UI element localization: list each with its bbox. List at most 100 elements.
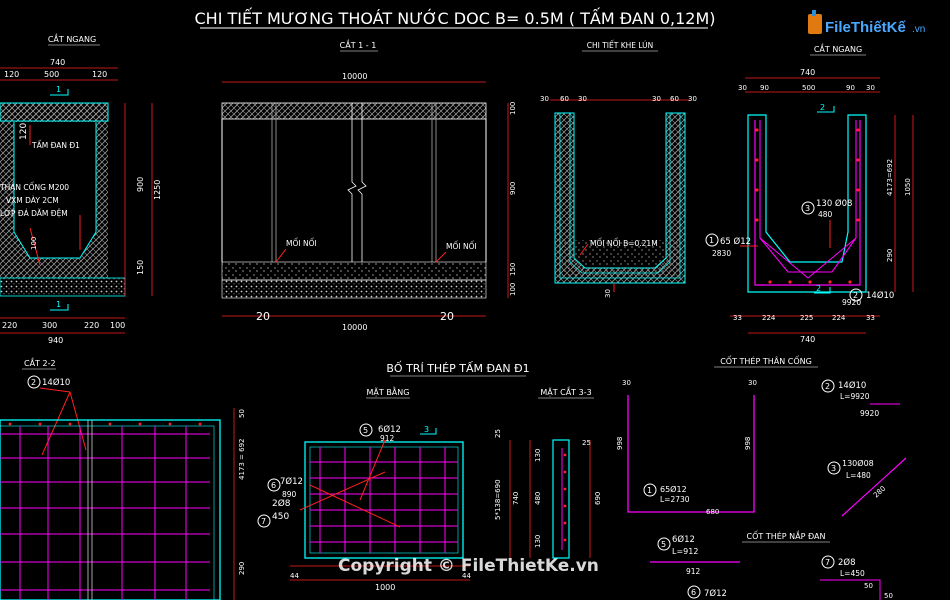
dim-220b: 220 — [84, 321, 99, 330]
dim: 30 — [866, 84, 875, 92]
logo-suffix: .vn — [912, 24, 925, 35]
dim-100b: 100 — [110, 321, 125, 330]
note-than-cong: THÂN CỐNG M200 — [0, 182, 69, 192]
dim: 30 — [738, 84, 747, 92]
rebar-callout-num: 2 — [853, 291, 858, 300]
note-vxm: VXM DÀY 2CM — [6, 196, 59, 205]
rebar-sub: 912 — [380, 434, 395, 443]
dim: 224 — [762, 314, 776, 322]
dim-100: 100 — [30, 237, 38, 250]
dim: 5*138=690 — [494, 479, 502, 520]
rebar-callout-sub: 480 — [818, 210, 833, 219]
dim: 998 — [616, 437, 624, 450]
dim: 33 — [866, 314, 875, 322]
dim: 998 — [744, 437, 752, 450]
rdim-100b: 100 — [509, 283, 517, 296]
rebar-text: 6Ø12 — [672, 534, 695, 545]
dim: 130 — [534, 449, 542, 462]
rebar-num: 6 — [271, 481, 276, 490]
dim: 224 — [832, 314, 846, 322]
dim-150: 150 — [136, 260, 145, 275]
rebar-text: 2Ø8 — [272, 498, 291, 509]
brand-logo: FileThiếtKế .vn — [808, 10, 925, 36]
rdim-100a: 100 — [509, 102, 517, 115]
khe-lun-top-dims: 30 60 30 30 60 30 — [540, 95, 697, 103]
dim: 130 — [534, 535, 542, 548]
joint-right: MỐI NỐI — [446, 241, 477, 251]
dim: 44 — [462, 572, 471, 580]
view-cat-ngang-left: CẮT NGANG 740 120 500 120 1 120 TẤM ĐAN … — [0, 32, 162, 345]
rebar-sub: L=480 — [846, 471, 871, 480]
rebar-num: 7 — [261, 517, 266, 526]
rebar-text: 130Ø08 — [842, 458, 874, 468]
joint-left: MỐI NỐI — [286, 238, 317, 248]
dim: 30 — [748, 379, 757, 387]
dim: 225 — [800, 314, 813, 322]
dim-740: 740 — [50, 58, 65, 67]
rebar-callout-sub: 2830 — [712, 249, 731, 258]
view-cot-thep-than: CỐT THÉP THÂN CỐNG 30 30 998 998 1 65Ø12… — [616, 354, 907, 517]
dim-220a: 220 — [2, 321, 17, 330]
rebar-sub: 890 — [282, 490, 297, 499]
watermark: Copyright © FileThietKe.vn — [338, 556, 599, 576]
dim: 60 — [560, 95, 569, 103]
view-cot-thep-nap: CỐT THÉP NẮP ĐAN 5 6Ø12 L=912 912 7 2Ø8 … — [650, 529, 893, 600]
view-label: CẮT NGANG — [814, 42, 862, 54]
dim: 1050 — [904, 178, 912, 196]
dim-120: 120 — [19, 123, 29, 140]
rebar-callout-text: 130 Ø08 — [816, 198, 852, 209]
note-da-dam: LỚP ĐÁ DĂM ĐỆM — [0, 209, 68, 218]
view-cat-ngang-right: CẮT NGANG 740 30 90 500 90 30 2 1 65 Ø12… — [705, 42, 914, 344]
view-label: MẶT CẮT 3-3 — [540, 385, 591, 398]
rdim-150: 150 — [509, 263, 517, 276]
marker-3: 3 — [424, 425, 429, 434]
dim: 90 — [760, 84, 769, 92]
rebar-callout-sub: 9920 — [842, 298, 861, 307]
rebar-num: 2 — [31, 378, 36, 387]
dim: 740 — [512, 492, 520, 505]
section-marker-1: 1 — [56, 85, 61, 94]
rebar-num: 2 — [825, 382, 830, 391]
dim: 50 — [884, 592, 893, 600]
rebar-callout-text: 65 Ø12 — [720, 236, 751, 247]
rebar-sub: L=912 — [672, 547, 698, 556]
top-dim: 10000 — [342, 72, 367, 81]
rebar-callout-text: 14Ø10 — [866, 290, 894, 301]
rebar-num: 3 — [831, 464, 836, 473]
view-label: CHI TIẾT KHE LÚN — [587, 40, 654, 50]
dim: 50 — [864, 582, 873, 590]
dim: 90 — [846, 84, 855, 92]
dim: 9920 — [860, 409, 879, 418]
khe-lun-bottom: 30 — [604, 289, 612, 298]
rebar-num: 6 — [691, 588, 696, 597]
bottom-dim: 10000 — [342, 323, 367, 332]
dim: 60 — [670, 95, 679, 103]
rebar-2-2: 14Ø10 — [42, 377, 70, 388]
rebar-text: 7Ø12 — [280, 476, 303, 487]
marker-2: 2 — [820, 103, 825, 112]
view-mat-cat-3-3: MẶT CẮT 3-3 25 130 480 130 740 5*138=690… — [494, 385, 602, 559]
dim: 290 — [238, 562, 246, 575]
view-cat-2-2: CẮT 2-2 2 14Ø10 50 — [0, 356, 246, 600]
gap-right: 20 — [440, 310, 454, 323]
rebar-num: 7 — [825, 558, 830, 567]
dim: 30 — [622, 379, 631, 387]
dim: 740 — [800, 335, 815, 344]
view-label: CỐT THÉP NẮP ĐAN — [747, 529, 826, 541]
rebar-num: 5 — [661, 540, 666, 549]
dim: 480 — [534, 492, 542, 505]
view-label: CẮT 2-2 — [24, 356, 56, 368]
rdim-900: 900 — [509, 182, 517, 195]
rebar-text: 65Ø12 — [660, 484, 687, 494]
rebar-sub: L=450 — [840, 569, 865, 578]
gap-left: 20 — [256, 310, 270, 323]
dim: 4173 = 692 — [238, 439, 246, 481]
view-label: CẮT 1 - 1 — [340, 38, 377, 50]
dim-940: 940 — [48, 336, 63, 345]
dim: 30 — [652, 95, 661, 103]
view-cat-1-1: CẮT 1 - 1 10000 MỐI NỐI MỐI NỐI 100 900 … — [221, 38, 517, 332]
rebar-num: 1 — [647, 486, 652, 495]
view-bo-tri-thep: BỐ TRÍ THÉP TẤM ĐAN Đ1 MẶT BẰNG 5 6Ø12 9… — [257, 361, 530, 592]
dim-120b: 120 — [92, 70, 107, 79]
